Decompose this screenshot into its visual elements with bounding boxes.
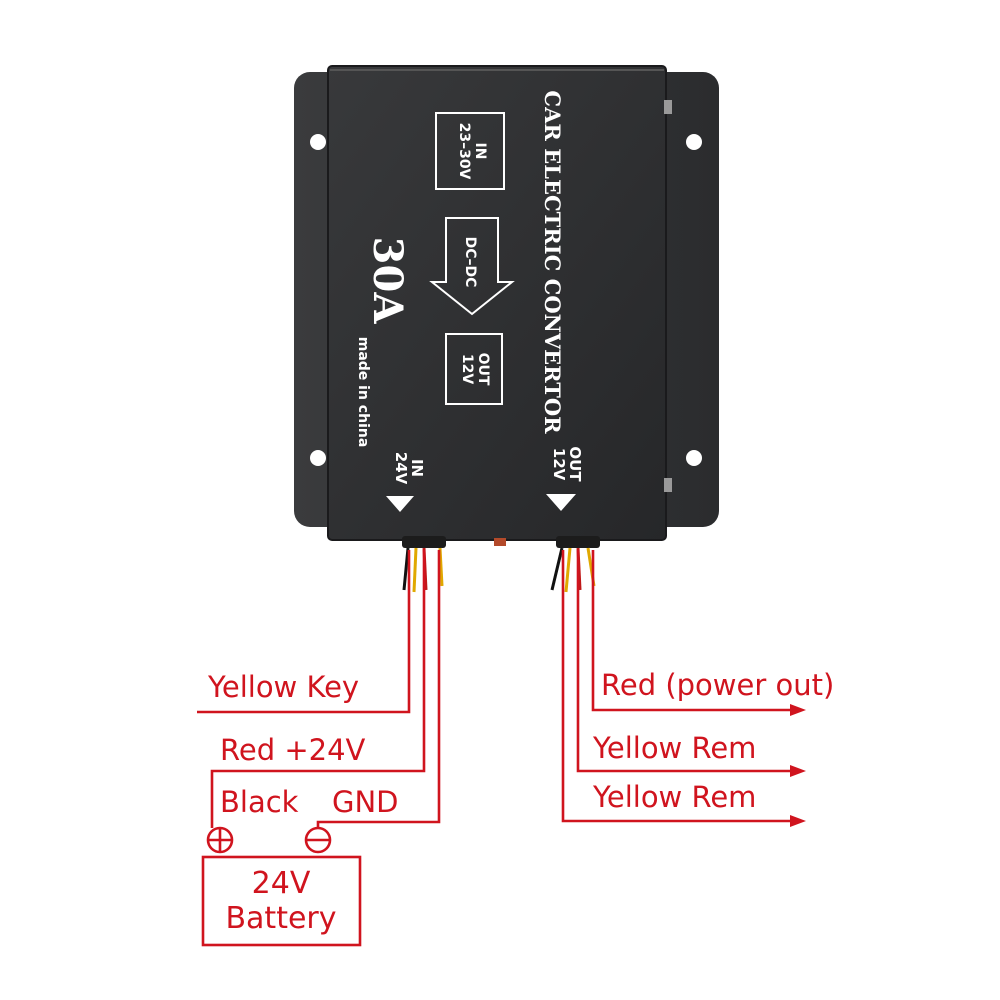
current-rating: 30A — [364, 237, 411, 325]
battery-box — [201, 855, 362, 947]
terminal-out-line1: OUT — [566, 446, 584, 482]
wire-yellow-rem-2 — [561, 550, 792, 823]
battery-voltage: 24V — [252, 866, 311, 901]
converter-device: IN 23–30V DC–DC OUT 12V CAR ELECTRIC CON… — [294, 65, 719, 593]
arrow-head-icon — [790, 704, 806, 716]
screw-icon — [664, 478, 672, 492]
mounting-hole — [310, 450, 326, 466]
input-box-line2: 23–30V — [456, 123, 472, 180]
input-cable-grommet — [402, 536, 446, 548]
brand-text: CAR ELECTRIC CONVERTOR — [540, 90, 565, 434]
label-gnd: GND — [332, 785, 399, 819]
output-voltage-box — [445, 333, 503, 405]
label-yellow-rem-2: Yellow Rem — [592, 780, 756, 814]
terminal-in-line1: IN — [408, 459, 426, 477]
wire-red-power-out — [591, 550, 792, 712]
label-yellow-key: Yellow Key — [207, 670, 359, 704]
label-red-24v: Red +24V — [220, 733, 366, 767]
dcdc-label: DC–DC — [462, 237, 478, 288]
screw-icon — [664, 100, 672, 114]
wire-red-24v — [210, 550, 426, 828]
terminal-in-arrow-icon — [386, 496, 414, 512]
arrow-head-icon — [790, 765, 806, 777]
output-box-line1: OUT — [475, 353, 491, 386]
terminal-in-line2: 24V — [392, 452, 410, 485]
wire-yellow-key — [197, 550, 411, 714]
output-wiring: Red (power out) Yellow Rem Yellow Rem — [561, 550, 834, 827]
terminal-out-arrow-icon — [546, 494, 576, 511]
mounting-hole — [686, 134, 702, 150]
terminal-out-line2: 12V — [550, 448, 568, 481]
arrow-head-icon — [790, 815, 806, 827]
output-box-line2: 12V — [459, 354, 475, 384]
mounting-hole — [310, 134, 326, 150]
battery-label: Battery — [225, 901, 336, 936]
label-black: Black — [220, 785, 299, 819]
battery: 24V Battery — [201, 826, 362, 947]
label-yellow-rem-1: Yellow Rem — [592, 731, 756, 765]
wire-yellow-rem-1 — [576, 550, 792, 773]
input-box-line1: IN — [472, 143, 488, 160]
output-cable-grommet — [556, 536, 600, 548]
wire-black-gnd — [316, 550, 441, 828]
mounting-hole — [686, 450, 702, 466]
input-voltage-box — [435, 112, 505, 190]
input-wiring: Yellow Key Red +24V Black GND — [197, 550, 441, 828]
label-red-power-out: Red (power out) — [601, 668, 834, 702]
origin-text: made in china — [355, 337, 371, 448]
dcdc-arrow-icon — [429, 217, 515, 316]
